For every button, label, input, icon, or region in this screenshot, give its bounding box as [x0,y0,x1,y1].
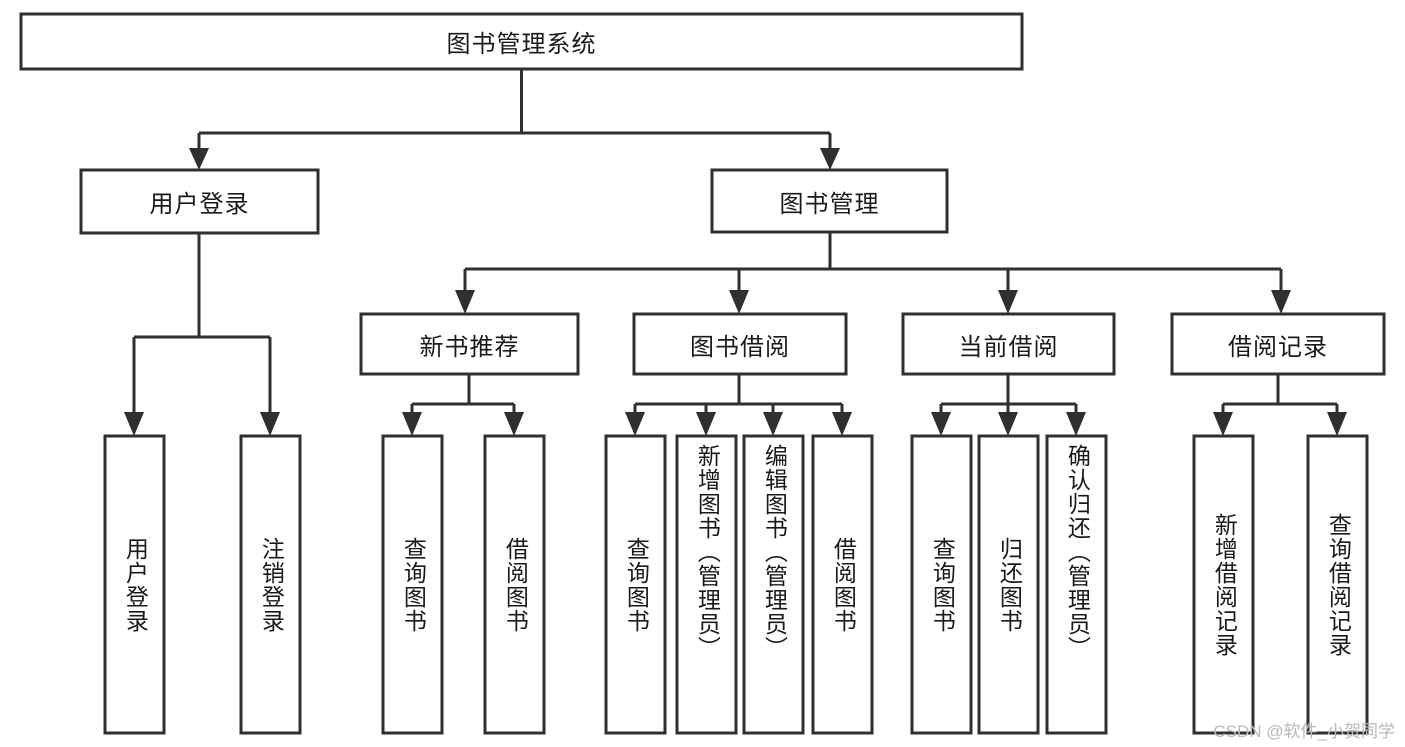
arrow-head-bb-leaf-3 [763,412,783,436]
leaf-user-login-1[interactable] [239,434,302,735]
arrow-head-leaf-user-login [124,412,144,436]
node-book-borrow[interactable] [632,312,848,376]
arrow-head-cb-leaf-1 [931,412,951,436]
node-borrow-record[interactable] [1170,312,1386,376]
arrow-head-br-leaf-1 [1213,412,1233,436]
leaf-current-0[interactable] [910,434,973,735]
leaf-record-0[interactable] [1192,434,1255,735]
arrow-head-book-borrow [729,290,749,314]
leaf-user-login-0[interactable] [103,434,166,735]
arrow-head-bb-leaf-4 [832,412,852,436]
node-user-login[interactable] [79,168,320,235]
leaf-borrow-1[interactable] [675,434,738,735]
arrow-head-book-mgmt [820,148,840,170]
node-current-borrow[interactable] [901,312,1116,376]
arrow-head-new-book-rec [455,290,475,314]
arrow-head-br-leaf-2 [1327,412,1347,436]
leaf-record-1[interactable] [1306,434,1369,735]
leaf-borrow-0[interactable] [604,434,667,735]
arrow-head-bb-leaf-2 [696,412,716,436]
watermark: CSDN @软件_小贺同学 [1213,722,1395,741]
arrow-head-user-login [189,148,209,170]
leaf-new-book-0[interactable] [381,434,444,735]
node-new-book-recommend[interactable] [359,312,580,376]
arrow-head-cb-leaf-2 [998,412,1018,436]
leaf-borrow-2[interactable] [742,434,805,735]
boxes-layer [19,12,1386,735]
arrow-head-borrow-record [1271,290,1291,314]
leaf-current-1[interactable] [977,434,1040,735]
arrow-head-current-borrow [998,290,1018,314]
connectors-layer [124,69,1347,436]
leaf-new-book-1[interactable] [483,434,546,735]
leaf-borrow-3[interactable] [811,434,874,735]
arrow-head-nb-leaf-1 [402,412,422,436]
arrow-head-cb-leaf-3 [1066,412,1086,436]
leaf-current-2[interactable] [1045,434,1108,735]
arrow-head-bb-leaf-1 [625,412,645,436]
arrow-head-nb-leaf-2 [504,412,524,436]
arrow-head-leaf-logout [260,412,280,436]
node-book-management[interactable] [710,168,949,234]
node-root[interactable] [19,12,1024,71]
